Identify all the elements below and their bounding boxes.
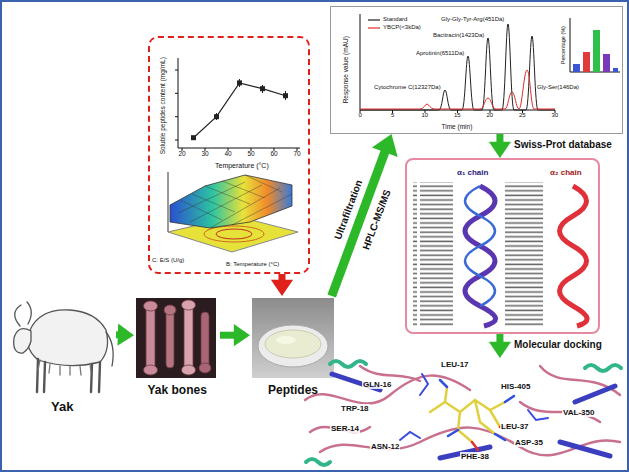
figure-label: 25 <box>519 112 526 119</box>
figure-label: Bacitracin(1423Da) <box>433 32 484 39</box>
node-text: LEU-37 <box>500 422 530 431</box>
arrow-shaft <box>220 332 235 339</box>
node-text: Time (min) <box>442 123 473 130</box>
node-text: HIS-405 <box>500 382 531 391</box>
figure-label: Percentage (%) <box>560 26 566 64</box>
legend-sample <box>368 27 380 28</box>
node-text: Yak <box>51 400 73 415</box>
flow-arrow <box>220 324 250 346</box>
figure-label: 60 <box>271 150 278 157</box>
figure-label: Cytochrome C(12327Da) <box>374 84 441 91</box>
sequence-art <box>405 158 600 334</box>
figure-label: 30 <box>202 150 209 157</box>
flow-arrow <box>489 134 511 158</box>
bones-photo <box>136 298 216 378</box>
figure-label: 70 <box>294 150 301 157</box>
chromatogram-panel: Response value (mAU) Time (min) <box>330 6 623 134</box>
figure-label: 30 <box>552 112 559 119</box>
chromatogram <box>330 6 623 134</box>
node-text: ASN-12 <box>370 442 400 451</box>
response-surface <box>168 172 298 252</box>
node-text: Temperature (°C) <box>215 162 269 170</box>
legend-sample <box>368 19 380 20</box>
figure-label: 10 <box>422 112 429 119</box>
node-text: Peptides <box>268 384 318 398</box>
arrow-head <box>489 342 511 358</box>
temperature-chart <box>175 58 300 151</box>
sequence-panel: α₁ chain α₂ chain <box>405 158 600 334</box>
arrow-head <box>234 324 250 346</box>
figure-label: Gly-Gly-Tyr-Arg(451Da) <box>441 16 504 23</box>
figure-label: 0 <box>359 112 362 119</box>
arrow-head <box>271 280 293 296</box>
docking-panel: LEU-17GLN-16 HIS-405VAL-350 TRP-18SER-14AS… <box>300 358 625 468</box>
node-text: ASP-35 <box>514 438 544 447</box>
figure-label: C: E/S (U/g) <box>152 257 184 264</box>
node-text: GLN-16 <box>362 380 392 389</box>
arrow-head <box>489 142 511 158</box>
node-text: Yak bones <box>148 384 207 398</box>
peptides-photo-box: Peptides <box>250 296 336 408</box>
figure-label: Aprotinin(6511Da) <box>416 50 464 57</box>
flow-arrow <box>271 274 293 296</box>
node-text: α₂ chain <box>550 168 582 177</box>
figure-label: 20 <box>179 150 186 157</box>
figure-label: Molecular docking <box>514 339 602 351</box>
node-text: Soluble peptides content (mg/mL) <box>158 57 165 154</box>
flow-arrow <box>116 324 134 346</box>
node-text: Response value (mAU) <box>341 36 348 103</box>
flow-arrow <box>332 134 398 296</box>
yak-figure: Yak <box>8 282 116 417</box>
node-text: VAL-350 <box>562 408 595 417</box>
yak-drawing <box>14 302 113 392</box>
flow-arrow <box>489 334 511 358</box>
figure-label: 40 <box>225 150 232 157</box>
peptide-powder-photo <box>252 298 334 378</box>
figure-label: 50 <box>248 150 255 157</box>
docking-art <box>305 361 621 465</box>
figure-label: 5 <box>391 112 394 119</box>
figure-label: Swiss-Prot database <box>514 139 612 151</box>
node-text: SER-14 <box>330 424 360 433</box>
arrow-head <box>117 324 134 346</box>
node-text: α₁ chain <box>457 168 488 177</box>
figure-label: Gly-Ser(146Da) <box>537 84 579 91</box>
figure-label: 15 <box>454 112 461 119</box>
legend-text: YBCP(<3kDa) <box>383 24 421 31</box>
node-text: TRP-18 <box>340 404 370 413</box>
figure-label: B: Temperature (°C) <box>226 261 279 268</box>
legend-text: Standard <box>383 16 407 23</box>
bones-photo-box: Yak bones <box>134 296 220 408</box>
figure-label: 20 <box>487 112 494 119</box>
node-text: LEU-17 <box>440 360 470 369</box>
node-text: PHE-38 <box>460 452 490 461</box>
arrow-head <box>372 134 398 157</box>
